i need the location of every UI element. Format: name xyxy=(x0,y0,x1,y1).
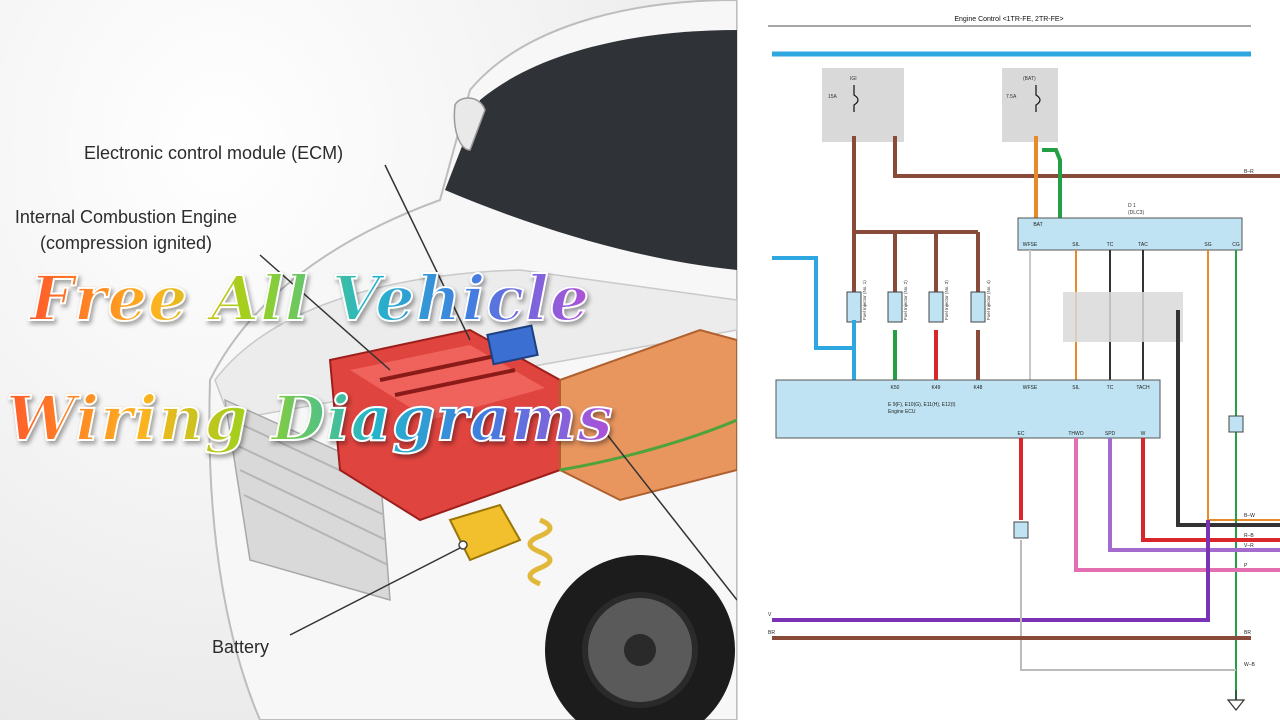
ecu-pin-k49: K49 xyxy=(932,385,941,391)
side-mirror xyxy=(453,97,486,151)
ecm-module xyxy=(486,324,539,366)
ecu-pin-ec: EC xyxy=(1018,431,1025,437)
wheel-hub xyxy=(624,634,656,666)
fuel-injector-3 xyxy=(928,291,944,323)
fuse-box-bat xyxy=(1002,68,1058,142)
battery-label: Battery xyxy=(212,637,270,657)
battery-callout-line xyxy=(289,547,461,636)
dlc3-connector xyxy=(1017,217,1243,251)
ecu-pin-tc: TC xyxy=(1107,385,1114,391)
wire-code-2: B–W xyxy=(1244,513,1255,519)
fuel-injector-label-1: Fuel Injector (No. 1) xyxy=(862,280,867,320)
fuel-injector-label-2: Fuel Injector (No. 2) xyxy=(903,280,908,320)
green-harness xyxy=(559,418,737,472)
fuel-injector-1 xyxy=(846,291,862,323)
dlc3-pin-cg: CG xyxy=(1232,242,1240,248)
banner-line1: Free All Vehicle xyxy=(29,261,591,336)
dlc3-pin-sil: SIL xyxy=(1072,242,1080,248)
junction-connector-cg xyxy=(1228,415,1244,433)
bus-left-bottom-code: BR xyxy=(768,630,775,636)
bat-green-wire xyxy=(1042,148,1062,218)
ecu-sublabel: Engine ECU xyxy=(888,409,916,415)
fuel-injector-label-4: Fuel Injector (No. 4) xyxy=(986,280,991,320)
bus-right-end-code: W–B xyxy=(1244,662,1256,668)
fuel-injector-4 xyxy=(970,291,986,323)
dlc3-label: D 1 xyxy=(1128,203,1136,209)
ecu-bottom-pin-labels: EC THWO SPD W xyxy=(1018,431,1146,437)
suspension-spring xyxy=(527,517,553,587)
ecu-pin-tach: TACH xyxy=(1136,385,1150,391)
ecu-pin-spd: SPD xyxy=(1105,431,1116,437)
battery-pointer-dot xyxy=(458,540,468,550)
ecu-lower-wires xyxy=(772,310,1280,622)
ecm-label: Electronic control module (ECM) xyxy=(84,143,344,163)
wiring-diagram: Engine Control <1TR-FE, 2TR-FE> IGI 15A … xyxy=(768,16,1280,711)
fuse-box-igi xyxy=(822,68,904,142)
dlc3-pin-tac: TAC xyxy=(1138,242,1148,248)
dlc3-pin-sg: SG xyxy=(1204,242,1211,248)
ecm-callout-line xyxy=(384,164,471,341)
ecu-pin-sil: SIL xyxy=(1072,385,1080,391)
bus-left-top-code: V xyxy=(768,612,772,618)
ecu-ground-wire xyxy=(1020,540,1236,671)
fuse-bat-name: (BAT) xyxy=(1023,76,1036,82)
engine-callout-line xyxy=(259,254,391,371)
banner-line2: Wiring Diagrams xyxy=(5,381,614,456)
fuse-bat-rating: 7.5A xyxy=(1006,94,1017,100)
engine-label-line2: (compression ignited) xyxy=(39,233,213,253)
engine-label: Internal Combustion Engine (compression … xyxy=(0,204,258,256)
engine-ecu xyxy=(775,379,1161,439)
fuel-injector-2 xyxy=(887,291,903,323)
diagram-title: Engine Control <1TR-FE, 2TR-FE> xyxy=(954,16,1063,23)
dlc3-pin-tc: TC xyxy=(1107,242,1114,248)
ecu-pin-wfse: WFSE xyxy=(1023,385,1038,391)
fuse-igi-name: IGI xyxy=(850,76,857,82)
ecu-top-pin-labels: K50 K49 K48 WFSE SIL TC TACH xyxy=(891,385,1150,391)
ecu-pin-w: W xyxy=(1141,431,1146,437)
ground-icon xyxy=(1226,690,1246,711)
vehicle-illustration xyxy=(208,0,737,720)
ecu-pin-thwo: THWO xyxy=(1068,431,1083,437)
dlc3-pin-labels: BAT WFSE SIL TC TAC SG CG xyxy=(1023,222,1240,248)
wire-code-5: P xyxy=(1244,563,1248,569)
junction-block xyxy=(1063,292,1183,342)
transmission-callout-line xyxy=(604,431,737,601)
vehicle-photo: Electronic control module (ECM) Internal… xyxy=(0,0,737,720)
windshield xyxy=(445,30,737,270)
junction-connector-j xyxy=(1013,521,1029,539)
ecu-pin-k50: K50 xyxy=(891,385,900,391)
wiring-diagram-panel: Engine Control <1TR-FE, 2TR-FE> IGI 15A … xyxy=(737,0,1280,720)
fuel-injector-label-3: Fuel Injector (No. 3) xyxy=(944,280,949,320)
fuse-bat-icon xyxy=(1035,85,1041,112)
ecu-pin-k48: K48 xyxy=(974,385,983,391)
right-wire-codes: B–R B–W R–B V–R P xyxy=(1244,169,1255,569)
ecu-label: E 9(F), E10(G), E11(H), E12(I) xyxy=(888,402,956,408)
wire-code-4: V–R xyxy=(1244,543,1254,549)
engine-label-line1: Internal Combustion Engine xyxy=(14,207,238,227)
engine-cover-ribs xyxy=(379,353,516,397)
dlc3-sublabel: (DLC3) xyxy=(1128,210,1144,216)
grille xyxy=(224,398,391,602)
left-blue-wire xyxy=(772,256,856,350)
fuel-injectors: Fuel Injector (No. 1) Fuel Injector (No. … xyxy=(846,280,991,323)
dlc3-pin-wfse: WFSE xyxy=(1023,242,1038,248)
wire-code-3: R–B xyxy=(1244,533,1254,539)
brown-feed-wires xyxy=(852,136,1280,300)
fuse-igi-icon xyxy=(853,85,859,112)
wire-code-1: B–R xyxy=(1244,169,1254,175)
dlc3-pin-bat: BAT xyxy=(1033,222,1042,228)
bus-right-bottom-code: BR xyxy=(1244,630,1251,636)
fuse-igi-rating: 15A xyxy=(828,94,838,100)
